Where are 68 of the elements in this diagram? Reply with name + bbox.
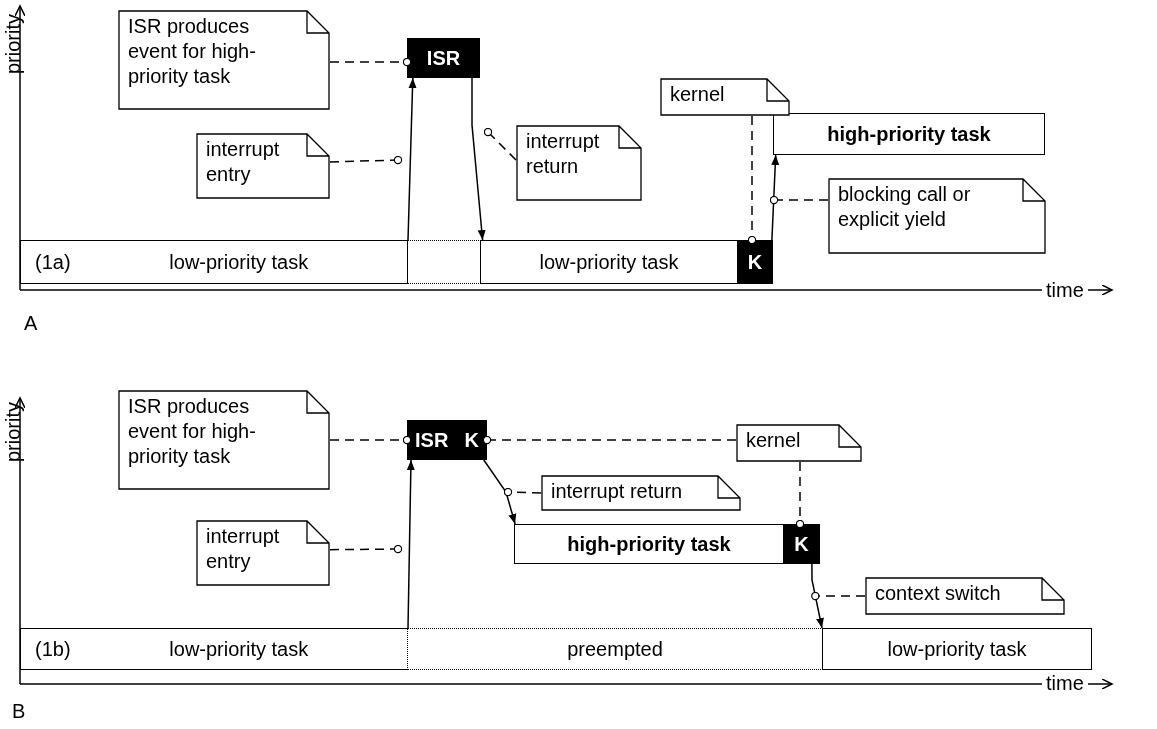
leader-line bbox=[503, 487, 542, 497]
note-card bbox=[196, 133, 330, 199]
note-card bbox=[660, 78, 790, 116]
case-label: (1b) bbox=[35, 637, 71, 661]
note-card bbox=[516, 125, 642, 201]
bar-label: preempted bbox=[566, 637, 664, 661]
note-text: interrupt entry bbox=[205, 137, 281, 187]
bar-label: low-priority task bbox=[168, 637, 310, 661]
bar-label: low-priority task bbox=[538, 250, 680, 274]
leader-line bbox=[329, 435, 412, 445]
note-text: interrupt return bbox=[525, 129, 601, 179]
leader-line bbox=[811, 591, 866, 601]
block-label: ISR bbox=[426, 46, 461, 70]
leader-line bbox=[482, 435, 737, 445]
note-card bbox=[118, 10, 330, 110]
note-card bbox=[828, 178, 1046, 254]
bar-label: high-priority task bbox=[566, 532, 732, 556]
bar-label: low-priority task bbox=[886, 637, 1028, 661]
kernel-block bbox=[737, 240, 773, 284]
preempted-slot bbox=[407, 628, 823, 670]
leader-line bbox=[483, 127, 517, 161]
block-label: K bbox=[747, 250, 763, 274]
leader-line bbox=[747, 115, 757, 245]
note-card bbox=[865, 577, 1065, 615]
leader-line bbox=[329, 155, 403, 165]
task-bar bbox=[480, 240, 738, 284]
leader-line bbox=[329, 57, 412, 67]
axis-label: priority bbox=[2, 14, 25, 74]
arrow bbox=[471, 77, 486, 241]
block-label: K bbox=[794, 532, 809, 556]
arrow bbox=[771, 154, 780, 241]
note-text: ISR produces event for high-priority task bbox=[127, 394, 257, 469]
case-label: (1a) bbox=[35, 250, 71, 274]
task-bar bbox=[20, 240, 408, 284]
leader-line bbox=[795, 461, 805, 529]
block-label: ISR bbox=[415, 428, 449, 452]
axis-label: priority bbox=[2, 402, 25, 462]
note-card bbox=[196, 520, 330, 586]
leader-line bbox=[329, 544, 403, 554]
task-bar bbox=[773, 113, 1045, 155]
arrow bbox=[406, 459, 415, 629]
panel-label: B bbox=[12, 700, 26, 723]
note-card bbox=[736, 424, 862, 462]
arrow bbox=[483, 459, 517, 525]
task-bar bbox=[20, 628, 408, 670]
axis-label: time bbox=[1046, 279, 1084, 302]
task-bar bbox=[514, 524, 784, 564]
block-label: K bbox=[464, 428, 479, 452]
arrow bbox=[407, 77, 417, 241]
kernel-block bbox=[783, 524, 820, 564]
task-bar bbox=[822, 628, 1092, 670]
note-text: kernel bbox=[669, 82, 726, 107]
arrow bbox=[811, 563, 824, 629]
note-card bbox=[118, 390, 330, 490]
bar-label: high-priority task bbox=[826, 122, 992, 146]
note-text: ISR produces event for high-priority task bbox=[127, 14, 257, 89]
isr-kernel-block bbox=[407, 420, 487, 460]
isr-block bbox=[407, 38, 480, 78]
note-text: kernel bbox=[745, 428, 802, 453]
bar-label: low-priority task bbox=[168, 250, 310, 274]
leader-line bbox=[769, 195, 829, 205]
axis-label: time bbox=[1046, 672, 1084, 695]
note-text: interrupt entry bbox=[205, 524, 281, 574]
note-card bbox=[541, 475, 741, 511]
note-text: context switch bbox=[874, 581, 1002, 606]
panel-label: A bbox=[24, 312, 38, 335]
note-text: blocking call or explicit yield bbox=[837, 182, 972, 232]
note-text: interrupt return bbox=[550, 479, 684, 504]
